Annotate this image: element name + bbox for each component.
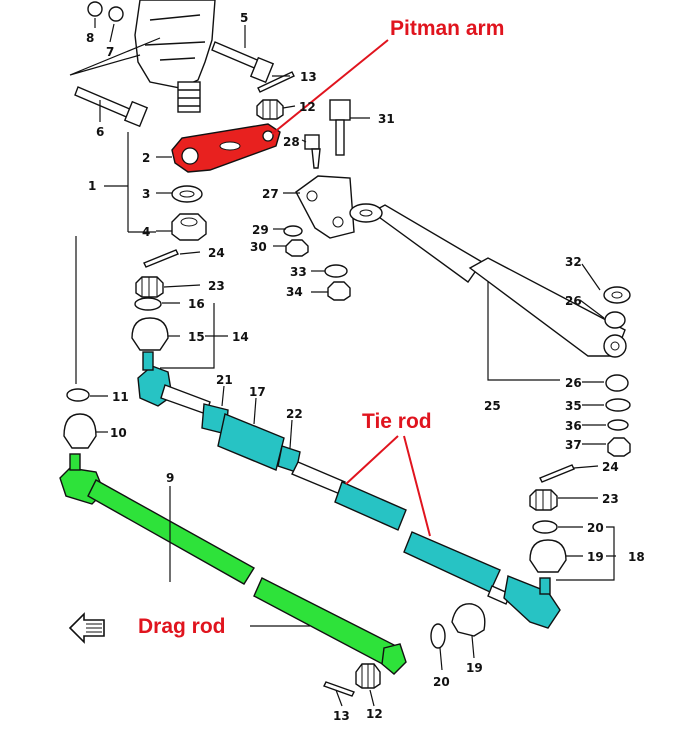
dust-boot-15-left	[131, 317, 169, 351]
clip-16-left	[134, 297, 162, 311]
part-number: 14	[232, 330, 249, 344]
part-number: 24	[602, 460, 619, 474]
nut-30	[285, 239, 309, 257]
cotter-pin-13-bottom	[323, 681, 355, 697]
drag-rod-label: Drag rod	[138, 615, 226, 638]
steering-damper-25	[349, 203, 627, 358]
part-number: 36	[565, 419, 582, 433]
part-number: 6	[96, 125, 104, 139]
nut-4	[171, 213, 207, 241]
dust-boot-10	[63, 413, 97, 449]
part-number: 13	[300, 70, 317, 84]
castle-nut-23-right	[529, 489, 558, 511]
part-number: 12	[299, 100, 316, 114]
idler-bracket-27	[295, 175, 355, 239]
part-number: 23	[602, 492, 619, 506]
part-number: 12	[366, 707, 383, 721]
clip-20-bottom	[430, 623, 446, 649]
steering-gear-box	[87, 0, 216, 113]
part-number: 9	[166, 471, 174, 485]
part-number: 2	[142, 151, 150, 165]
castle-nut-12-bottom	[355, 663, 381, 689]
part-number: 3	[142, 187, 150, 201]
washer-33	[324, 264, 348, 278]
part-number: 22	[286, 407, 303, 421]
cotter-pin-13-top	[257, 71, 295, 93]
part-number: 29	[252, 223, 269, 237]
part-number: 25	[484, 399, 501, 413]
nut-34	[327, 281, 351, 301]
part-number: 19	[587, 550, 604, 564]
part-number: 26	[565, 294, 582, 308]
cotter-pin-24-right	[539, 464, 575, 483]
leader-lines	[69, 18, 616, 707]
part-number: 26	[565, 376, 582, 390]
bolt-6	[74, 86, 149, 128]
part-number: 28	[283, 135, 300, 149]
part-number: 7	[106, 45, 114, 59]
nut-37	[607, 437, 631, 457]
part-number: 4	[142, 225, 150, 239]
tie-rod	[137, 351, 561, 629]
clip-20-right	[532, 520, 558, 534]
washer-29	[283, 225, 303, 237]
part-number: 33	[290, 265, 307, 279]
part-number: 37	[565, 438, 582, 452]
bushing-26-top	[604, 311, 626, 329]
part-number: 16	[188, 297, 205, 311]
part-number: 24	[208, 246, 225, 260]
part-number: 27	[262, 187, 279, 201]
part-number: 19	[466, 661, 483, 675]
pitman-arm	[171, 123, 281, 173]
bushing-26-bottom	[605, 374, 629, 392]
part-number: 11	[112, 390, 129, 404]
part-number: 23	[208, 279, 225, 293]
castle-nut-12-top	[256, 99, 284, 120]
cotter-pin-24-left	[143, 249, 179, 268]
castle-nut-23-left	[135, 276, 164, 298]
part-number: 21	[216, 373, 233, 387]
part-number: 15	[188, 330, 205, 344]
part-number-labels: 8 7 5 13 6 12 31 28 2 1 3 4 27 29 30 33 …	[86, 11, 645, 723]
bolt-28	[304, 134, 321, 169]
dust-boot-19-right	[529, 539, 567, 573]
part-number: 13	[333, 709, 350, 723]
clip-11	[66, 388, 90, 402]
bolt-31	[329, 99, 351, 156]
part-number: 8	[86, 31, 94, 45]
dust-boot-19-bottom	[451, 603, 486, 637]
part-number: 30	[250, 240, 267, 254]
part-number: 34	[286, 285, 303, 299]
drag-rod	[59, 453, 407, 675]
part-number: 17	[249, 385, 266, 399]
pitman-arm-label: Pitman arm	[390, 17, 504, 40]
tie-rod-label: Tie rod	[362, 410, 432, 433]
part-number: 20	[433, 675, 450, 689]
part-number: 20	[587, 521, 604, 535]
callout-leaders	[271, 39, 431, 537]
part-number: 5	[240, 11, 248, 25]
bolt-5	[211, 41, 275, 84]
part-number: 18	[628, 550, 645, 564]
lock-washer-hole	[179, 190, 195, 198]
part-number: 10	[110, 426, 127, 440]
part-number: 1	[88, 179, 96, 193]
part-number: 31	[378, 112, 395, 126]
part-number: 32	[565, 255, 582, 269]
washer-35	[605, 398, 631, 412]
washer-36	[607, 419, 629, 431]
part-number: 35	[565, 399, 582, 413]
